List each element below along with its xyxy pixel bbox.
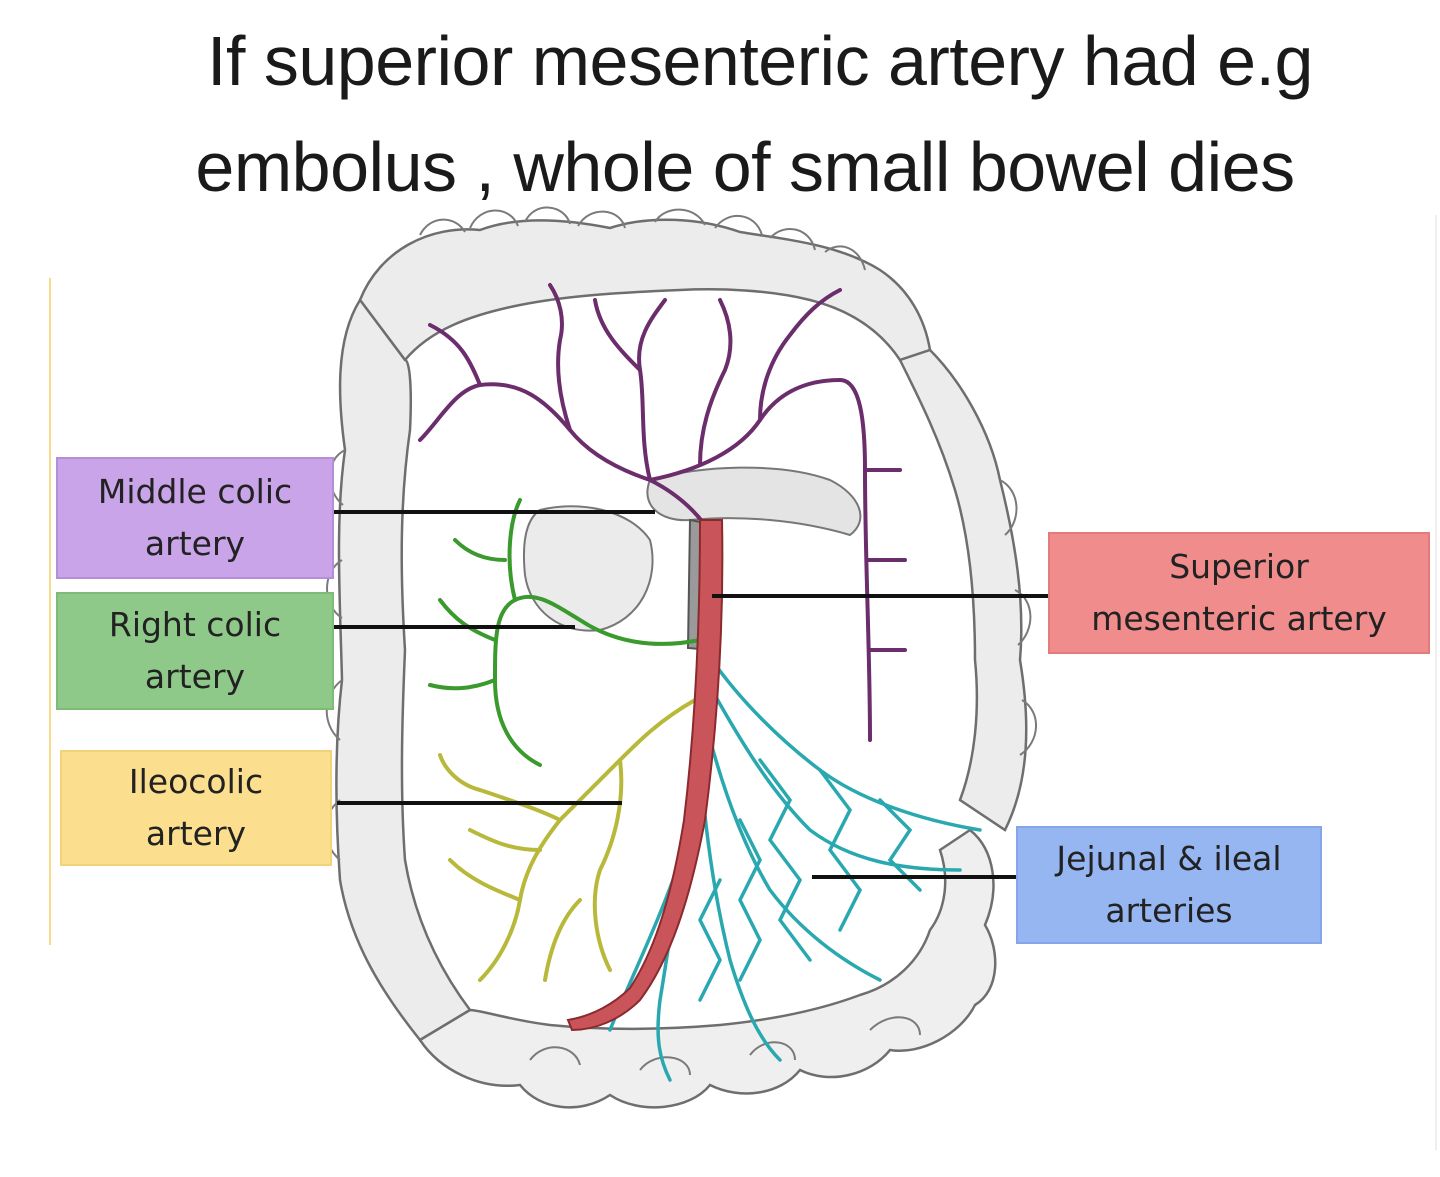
label-superior-mesenteric-artery: Superior mesenteric artery xyxy=(1048,532,1430,654)
title-line-1: If superior mesenteric artery had e.g xyxy=(207,22,1313,100)
label-ileocolic-line1: Ileocolic xyxy=(128,762,264,801)
label-ileocolic-line2: artery xyxy=(145,814,247,853)
label-sma-line1: Superior xyxy=(1169,547,1309,586)
label-sma-line2: mesenteric artery xyxy=(1091,599,1387,638)
label-right-colic-line1: Right colic xyxy=(108,605,282,644)
label-jejunal-line2: arteries xyxy=(1105,891,1233,930)
label-jejunal-ileal-arteries: Jejunal & ileal arteries xyxy=(1016,826,1322,944)
right-colic-vessels xyxy=(428,498,702,767)
label-middle-colic-line2: artery xyxy=(144,524,246,563)
label-right-colic-line2: artery xyxy=(144,657,246,696)
label-middle-colic-artery: Middle colic artery xyxy=(56,457,334,579)
middle-colic-vessels xyxy=(418,283,907,742)
label-ileocolic-artery: Ileocolic artery xyxy=(60,750,332,866)
label-middle-colic-line1: Middle colic xyxy=(97,472,293,511)
colon xyxy=(324,206,1037,1042)
superior-mesenteric-artery-trunk xyxy=(566,519,724,1032)
title-line-2: embolus , whole of small bowel dies xyxy=(195,128,1295,206)
label-right-colic-artery: Right colic artery xyxy=(56,592,334,710)
ileocolic-vessels xyxy=(438,698,697,982)
leader-lines xyxy=(334,510,1048,879)
pancreas-duodenum xyxy=(522,466,862,652)
label-jejunal-line1: Jejunal & ileal xyxy=(1056,839,1282,878)
jejunal-ileal-vessels xyxy=(608,658,982,1082)
small-intestine xyxy=(418,828,997,1109)
